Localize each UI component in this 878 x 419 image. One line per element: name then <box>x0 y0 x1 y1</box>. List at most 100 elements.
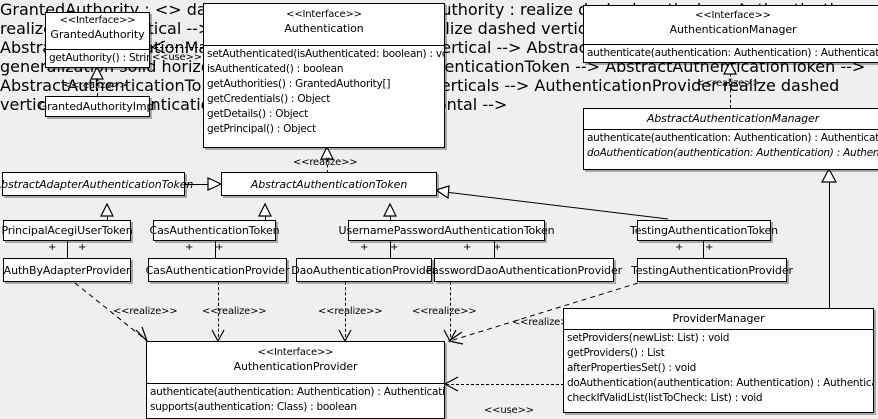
class-header: CasAuthenticationToken <box>150 221 280 240</box>
multiplicity-auth-by-adapter: + <box>78 242 87 253</box>
class-name: AuthByAdapterProvider <box>3 263 131 277</box>
edge-realize-dao-provider <box>345 282 346 337</box>
class-method: doAuthentication(authentication: Authent… <box>567 377 873 389</box>
class-granted-authority[interactable]: <<Interface>> GrantedAuthority getAuthor… <box>45 12 150 68</box>
edge-label-realize-authentication-token: <<realize>> <box>293 157 358 168</box>
class-principal-acegi-user-token[interactable]: PrincipalAcegiUserToken <box>1 220 133 241</box>
class-authentication[interactable]: <<Interface>> Authentication setAuthenti… <box>203 3 445 148</box>
class-header: CasAuthenticationProvider <box>146 259 290 281</box>
class-name: AbstractAuthenticationToken <box>250 177 408 191</box>
class-name: Authentication <box>284 21 364 35</box>
class-name: GrantedAuthorityImpl <box>38 100 157 113</box>
edge-generalize-provider-manager <box>829 170 830 308</box>
class-header: ProviderManager <box>564 309 873 330</box>
class-authentication-provider[interactable]: <<Interface>> AuthenticationProvider aut… <box>146 341 445 419</box>
edge-assoc-userpass-dao <box>390 240 391 258</box>
class-provider-manager[interactable]: ProviderManager setProviders(newList: Li… <box>563 308 874 413</box>
multiplicity-userpass-passworddao-left: + <box>463 242 472 253</box>
class-granted-authority-impl[interactable]: GrantedAuthorityImpl <box>39 96 156 117</box>
edge-generalize-principal-token <box>107 205 108 220</box>
multiplicity-userpass-dao-left: + <box>360 242 369 253</box>
multiplicity-cas-provider: + <box>215 242 224 253</box>
class-method: checkIfValidList(listToCheck: List) : vo… <box>567 392 763 404</box>
edge-realize-cas-provider <box>218 282 219 337</box>
class-name: CasAuthenticationProvider <box>145 263 290 277</box>
class-name: AuthenticationProvider <box>233 359 358 373</box>
class-header: <<Interface>> Authentication <box>204 4 444 46</box>
edge-generalize-cas-token <box>265 205 266 220</box>
class-method: getAuthorities() : GrantedAuthority[] <box>207 78 391 90</box>
stereotype-label: <<Interface>> <box>257 347 334 358</box>
class-method: getProviders() : List <box>567 347 665 359</box>
class-members: setProviders(newList: List) : void getPr… <box>564 330 873 407</box>
class-cas-authentication-token[interactable]: CasAuthenticationToken <box>150 220 280 241</box>
edge-realize-authentication-token <box>327 148 328 173</box>
class-header: <<Interface>> GrantedAuthority <box>46 13 149 50</box>
class-abstract-authentication-token[interactable]: AbstractAuthenticationToken <box>221 172 437 196</box>
class-name: PrincipalAcegiUserToken <box>1 224 133 237</box>
stereotype-label: <<Interface>> <box>59 15 136 26</box>
class-name: TestingAuthenticationProvider <box>631 263 793 277</box>
edge-generalize-userpass-token <box>390 205 391 220</box>
class-header: AbstractAdapterAuthenticationToken <box>0 173 193 195</box>
class-name: TestingAuthenticationToken <box>629 224 779 237</box>
edge-use-authentication-granted <box>155 47 203 48</box>
class-header: AbstractAuthenticationManager <box>584 109 878 130</box>
stereotype-label: <<Interface>> <box>286 9 362 20</box>
class-name: UsernamePasswordAuthenticationToken <box>338 224 555 237</box>
multiplicity-cas-token: + <box>185 242 194 253</box>
class-header: TestingAuthenticationProvider <box>631 259 793 281</box>
class-abstract-authentication-manager[interactable]: AbstractAuthenticationManager authentica… <box>583 108 878 170</box>
edge-label-realize-auth-manager: <<realize>> <box>696 78 761 89</box>
edge-label-use-authentication: <<use>> <box>152 52 202 63</box>
class-cas-authentication-provider[interactable]: CasAuthenticationProvider <box>146 258 290 282</box>
class-members: getAuthority() : String <box>46 50 149 67</box>
class-method: supports(authentication: Class) : boolea… <box>150 401 357 413</box>
edge-label-realize-cas-provider: <<realize>> <box>202 306 267 317</box>
edge-label-realize-dao-provider: <<realize>> <box>318 306 383 317</box>
edge-label-realize-granted-impl: <<realize>> <box>63 80 128 91</box>
class-method: getPrincipal() : Object <box>207 123 316 135</box>
class-header: TestingAuthenticationToken <box>630 221 778 240</box>
multiplicity-testing-token: + <box>675 242 684 253</box>
class-members: authenticate(authentication: Authenticat… <box>584 45 878 62</box>
class-name: AbstractAuthenticationManager <box>646 112 820 125</box>
edge-realize-granted-impl <box>97 68 98 96</box>
class-header: PrincipalAcegiUserToken <box>1 221 132 240</box>
class-method: doAuthentication(authentication: Authent… <box>587 147 878 159</box>
class-authentication-manager[interactable]: <<Interface>> AuthenticationManager auth… <box>583 5 878 63</box>
edge-label-use-provider-manager: <<use>> <box>484 405 534 416</box>
multiplicity-userpass-passworddao-right: + <box>493 242 502 253</box>
edge-assoc-principal-authbyadapter <box>67 240 68 258</box>
class-header: AuthByAdapterProvider <box>4 259 131 281</box>
class-header: <<Interface>> AuthenticationManager <box>584 6 878 45</box>
multiplicity-testing-provider: + <box>705 242 714 253</box>
class-members: authenticate(authentication: Authenticat… <box>584 130 878 162</box>
class-name: GrantedAuthority <box>50 27 145 41</box>
class-name: CasAuthenticationToken <box>149 224 280 237</box>
class-abstract-adapter-authentication-token[interactable]: AbstractAdapterAuthenticationToken <box>0 172 193 196</box>
class-name: ProviderManager <box>672 312 765 325</box>
class-auth-by-adapter-provider[interactable]: AuthByAdapterProvider <box>3 258 131 282</box>
class-name: AuthenticationManager <box>669 22 797 36</box>
edge-realize-auth-manager <box>730 63 731 108</box>
class-testing-authentication-provider[interactable]: TestingAuthenticationProvider <box>631 258 793 282</box>
edge-use-provider-manager <box>446 384 624 385</box>
class-password-dao-authentication-provider[interactable]: PasswordDaoAuthenticationProvider <box>426 258 622 282</box>
class-name: PasswordDaoAuthenticationProvider <box>425 263 623 277</box>
edge-label-realize-auth-by-adapter: <<realize>> <box>113 306 178 317</box>
multiplicity-principal-token: + <box>48 242 57 253</box>
class-method: getDetails() : Object <box>207 108 308 120</box>
class-testing-authentication-token[interactable]: TestingAuthenticationToken <box>630 220 778 241</box>
class-name: DaoAuthenticationProvider <box>291 263 437 277</box>
edge-assoc-userpass-passworddao <box>494 240 495 258</box>
stereotype-label: <<Interface>> <box>695 10 771 21</box>
class-dao-authentication-provider[interactable]: DaoAuthenticationProvider <box>291 258 437 282</box>
class-method: authenticate(authentication: Authenticat… <box>587 132 878 144</box>
class-method: afterPropertiesSet() : void <box>567 362 697 374</box>
class-header: UsernamePasswordAuthenticationToken <box>339 221 555 240</box>
class-username-password-authentication-token[interactable]: UsernamePasswordAuthenticationToken <box>339 220 555 241</box>
multiplicity-userpass-dao-right: + <box>390 242 399 253</box>
class-members: setAuthenticated(isAuthenticated: boolea… <box>204 46 444 138</box>
class-method: isAuthenticated() : boolean <box>207 63 344 75</box>
